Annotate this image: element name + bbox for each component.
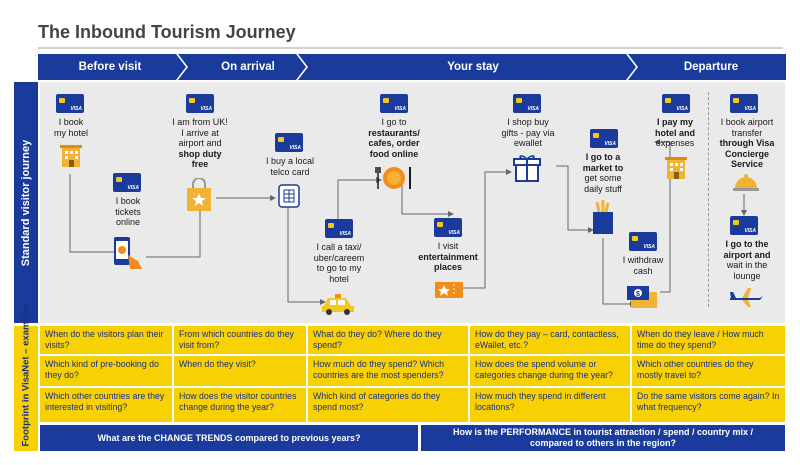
visa-card-icon: VISA: [325, 219, 353, 238]
question-cell: Which other countries do they mostly tra…: [632, 356, 785, 386]
question-cell: How does the visitor countries change du…: [174, 388, 306, 422]
phase-arrow-before-visit: [38, 54, 186, 80]
visa-card-icon: VISA: [662, 94, 690, 113]
visa-card-icon: VISA: [275, 133, 303, 152]
cash-icon: $: [627, 286, 657, 308]
visa-card-icon: VISA: [186, 94, 214, 113]
question-cell: How much do they spend? Which countries …: [308, 356, 468, 386]
visa-card-icon: VISA: [380, 94, 408, 113]
question-cell: Which kind of pre-booking do they do?: [40, 356, 172, 386]
gift-icon: [513, 155, 541, 182]
phase-before-visit: Before visit: [78, 61, 142, 73]
visa-card-icon: VISA: [434, 218, 462, 237]
hotel-icon: [60, 145, 82, 167]
question-cell: What do they do? Where do they spend?: [308, 326, 468, 354]
journey-connectors: [69, 139, 747, 307]
question-cell: When do they leave / How much time do th…: [632, 326, 785, 354]
ticket-icon: [435, 282, 463, 298]
question-cell: From which countries do they visit from?: [174, 326, 306, 354]
hotel-icon: [665, 157, 687, 179]
journey-area: [40, 82, 785, 323]
connector-gifts-market: [556, 165, 588, 231]
phase-bar: [38, 54, 786, 80]
visa-card-icon: VISA: [730, 94, 758, 113]
taxi-icon: [322, 294, 354, 315]
footprint-side-label: Footprint in VisaNet – examples: [20, 302, 32, 447]
phase-your-stay: Your stay: [447, 61, 499, 73]
phase-departure: Departure: [683, 61, 739, 73]
question-cell: Which other countries are they intereste…: [40, 388, 172, 422]
question-cell: Do the same visitors come again? In what…: [632, 388, 785, 422]
visa-card-icon: VISA: [56, 94, 84, 113]
grocery-bag-icon: [593, 200, 613, 234]
connector-withdraw-hotelpay: [660, 141, 671, 293]
journey-side-panel: [14, 82, 38, 323]
phone-payment-icon: [114, 237, 142, 269]
visa-card-icon: VISA: [113, 173, 141, 192]
connector-entertainment-gifts: [450, 171, 506, 289]
question-cell: When do the visitors plan their visits?: [40, 326, 172, 354]
phase-on-arrival: On arrival: [221, 61, 275, 73]
page-title: The Inbound Tourism Journey: [38, 22, 296, 42]
question-cell: How do they pay – card, contactless, eWa…: [470, 326, 630, 354]
connector-restaurant-entertainment: [401, 174, 448, 215]
dining-icon: [375, 167, 411, 189]
departure-divider: [708, 92, 709, 307]
phase-arrow-on-arrival: [178, 54, 306, 80]
visa-card-icon: VISA: [730, 216, 758, 235]
visa-card-icon: VISA: [629, 232, 657, 251]
connector-taxi-restaurant: [337, 179, 376, 222]
visa-card-icon: VISA: [513, 94, 541, 113]
title-divider: [38, 47, 783, 49]
question-cell: How much they spend in different locatio…: [470, 388, 630, 422]
concierge-bell-icon: [733, 174, 759, 191]
journey-side-label: Standard visitor journey: [20, 139, 32, 267]
question-cell: Which kind of categories do they spend m…: [308, 388, 468, 422]
visa-card-icon: VISA: [590, 129, 618, 148]
sim-card-icon: [278, 184, 300, 208]
change-trends-banner: What are the CHANGE TRENDS compared to p…: [40, 425, 418, 451]
performance-banner: How is the PERFORMANCE in tourist attrac…: [421, 425, 785, 451]
connector-market-withdraw: [602, 238, 630, 305]
shopping-bag-icon: [187, 178, 211, 211]
footprint-side-panel: [14, 326, 38, 451]
phase-arrow-departure: [628, 54, 786, 80]
phase-arrow-your-stay: [298, 54, 636, 80]
connector-hotel-tickets: [69, 174, 116, 253]
connector-telco-taxi: [287, 192, 320, 303]
airplane-icon: [730, 288, 763, 307]
svg-text:$: $: [636, 291, 640, 298]
connector-tickets-arrival: [146, 198, 201, 258]
question-cell: When do they visit?: [174, 356, 306, 386]
question-cell: How does the spend volume or categories …: [470, 356, 630, 386]
